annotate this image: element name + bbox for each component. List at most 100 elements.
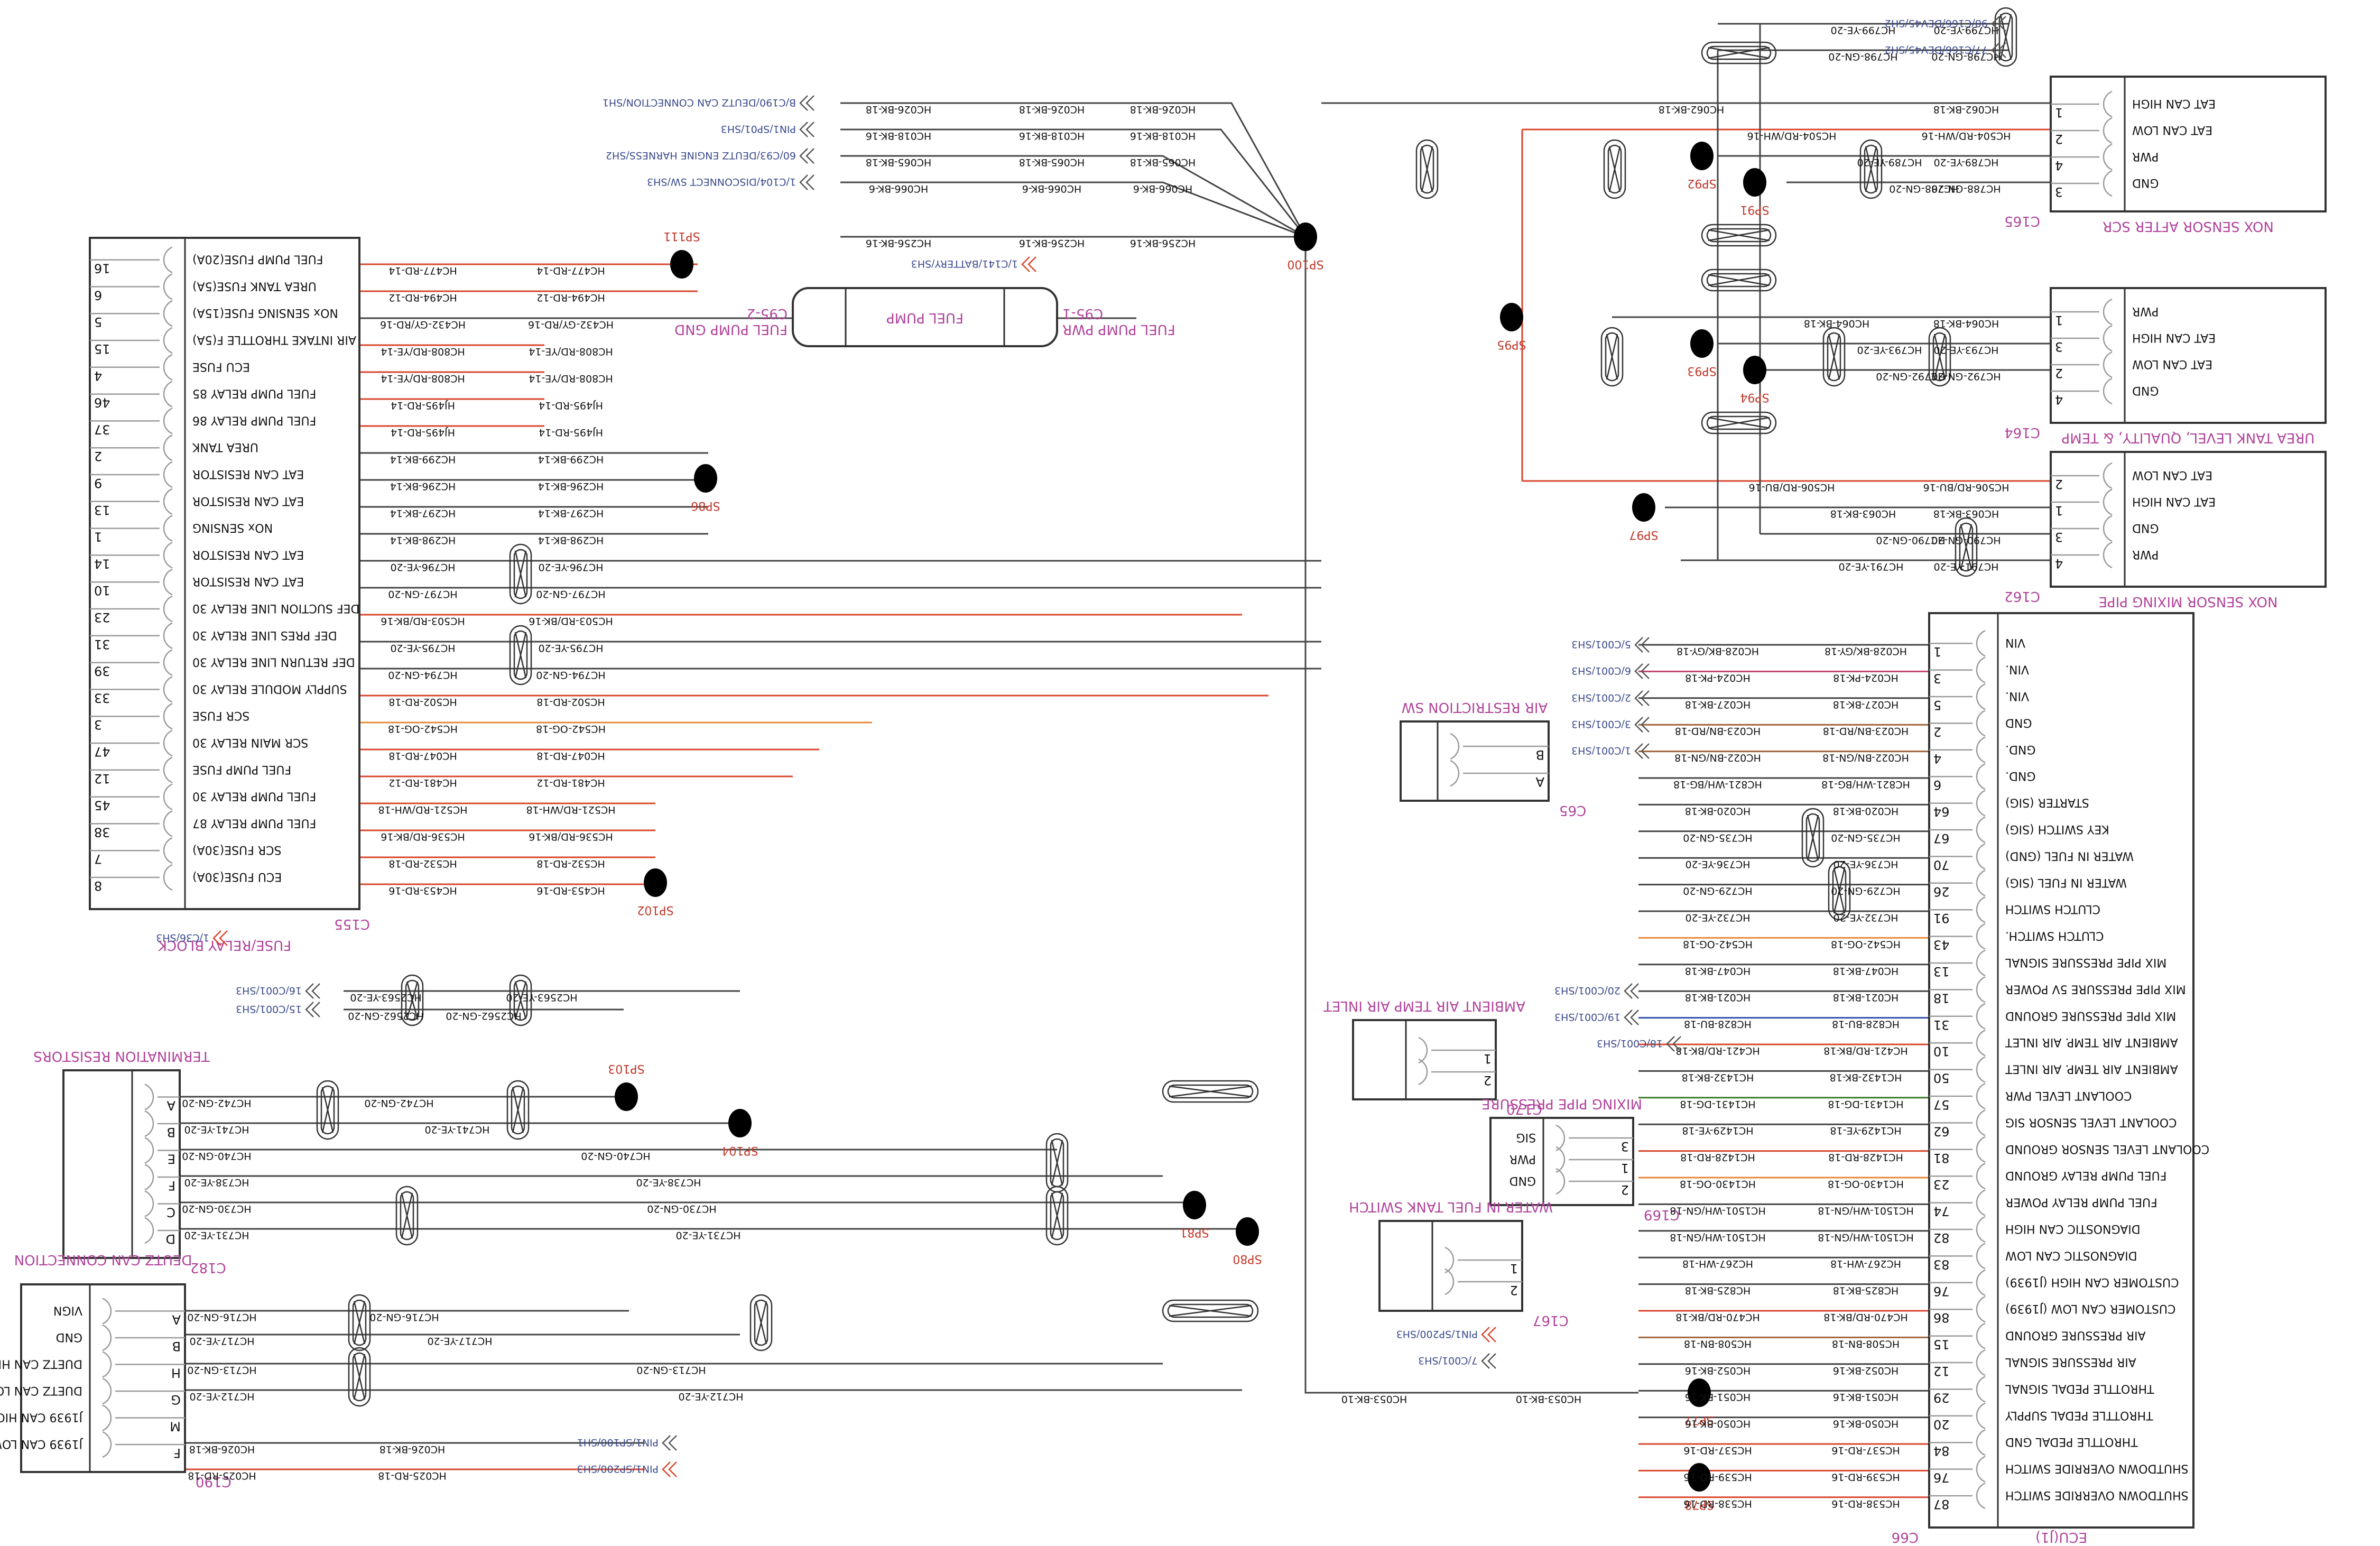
pin-socket-icon xyxy=(144,1163,154,1191)
wire-label: HC047-BK-18 xyxy=(1685,965,1751,977)
pin-number: F xyxy=(173,1446,181,1460)
wire-label: HC047-RD-18 xyxy=(388,750,457,762)
pin-number: 9 xyxy=(94,476,102,490)
splice-label: SP91 xyxy=(1740,203,1769,216)
pin-socket-icon xyxy=(163,434,173,461)
pin-socket-icon xyxy=(163,515,173,542)
pin-number: 4 xyxy=(1933,751,1941,766)
pin-socket-icon xyxy=(2103,117,2113,144)
wire-label: HC2563-YE-20 xyxy=(350,992,421,1003)
pin-socket-icon xyxy=(1976,816,1986,844)
connector-title: AMBIENT AIR TEMP AIR INLET xyxy=(1323,998,1525,1014)
wire-label: HC793-YE-20 xyxy=(1933,344,1998,356)
pin-label: PWR xyxy=(2132,150,2159,163)
pin-number: G xyxy=(171,1392,181,1407)
twist-inner xyxy=(1832,866,1847,915)
wire-label: HC1430-OG-18 xyxy=(1828,1178,1904,1190)
wire-label: HC2562-GN-20 xyxy=(446,1010,521,1022)
pin-label: ECU FUSE xyxy=(192,360,250,373)
twisted-pair-icon xyxy=(1701,269,1777,292)
pin-number: 10 xyxy=(1933,1044,1950,1059)
wire-label: HC065-BK-18 xyxy=(1130,156,1196,168)
connector-pin: 1 xyxy=(1444,1246,1522,1276)
pin-label: FUEL PUMP RELAY GROUND xyxy=(2005,1169,2166,1182)
splice-point xyxy=(1500,303,1523,331)
pin-label: MIX PIPE PRESSURE SIGNAL xyxy=(2005,956,2166,969)
wire-label: HC062-BK-18 xyxy=(1659,104,1725,115)
splice-point xyxy=(615,1082,638,1111)
twist-cross xyxy=(406,981,419,1020)
wire-label: HC063-BK-18 xyxy=(1933,508,1999,520)
wire-label: HC798-GN-20 xyxy=(1931,51,2001,62)
twisted-pair-icon xyxy=(401,974,424,1026)
pin-number: 83 xyxy=(1933,1257,1950,1272)
offsheet-ref-label: PIN1/SP01/SH3 xyxy=(721,123,796,135)
wire-label: HC536-RD/BK-16 xyxy=(529,831,613,843)
wire-label: HC508-BN-18 xyxy=(1684,1338,1752,1349)
twist-cross xyxy=(1708,416,1770,429)
wire-label: HC794-GN-20 xyxy=(536,669,605,681)
pin-label: AMBIENT AIR TEMP. AIR INLET xyxy=(2005,1035,2178,1049)
wire-label: HC506-RD/BU-16 xyxy=(1749,482,1835,493)
wire-label: HC453-RD-16 xyxy=(388,885,457,896)
splice-label: SP94 xyxy=(1740,391,1769,404)
wire-label: HC740-GN-20 xyxy=(581,1150,650,1162)
wire-label: HC796-YE-20 xyxy=(390,561,455,573)
offsheet-ref-label: PIN1/SP200/SH3 xyxy=(1396,1328,1478,1340)
twist-outer xyxy=(1994,7,2017,67)
pin-number: 62 xyxy=(1933,1124,1950,1138)
wire-label: HC1428-RD-18 xyxy=(1680,1152,1755,1163)
connector-id: C164 xyxy=(2004,424,2040,440)
wire-label: HC713-GN-20 xyxy=(187,1364,256,1376)
wire-label: HC712-YE-20 xyxy=(189,1391,254,1402)
pin-number: 2 xyxy=(2055,477,2063,492)
wire-label: HC797-GN-20 xyxy=(536,588,605,600)
wire-label: HC296-BK-14 xyxy=(538,480,604,492)
pin-number: 1 xyxy=(1933,644,1941,659)
wire-label: HC730-GN-20 xyxy=(647,1203,716,1215)
pin-label: EAT CAN HIGH xyxy=(2132,495,2216,508)
wire-label: HC018-BK-16 xyxy=(866,130,932,142)
pin-label: EAT CAN RESISTOR xyxy=(192,494,304,507)
wire-label: HC736-YE-20 xyxy=(1833,858,1898,870)
pin-number: M xyxy=(170,1419,181,1434)
pin-label: PWR xyxy=(1510,1152,1536,1165)
twist-inner xyxy=(1706,415,1772,430)
pin-socket-icon xyxy=(1555,1124,1566,1152)
wire-label: HC050-BK-16 xyxy=(1685,1418,1751,1430)
offsheet-connector: 7/C001/SH3 xyxy=(1418,1353,1496,1369)
offsheet-connector: 3/C001/SH3 xyxy=(1571,717,1650,733)
connector-pin: F xyxy=(144,1163,180,1193)
pin-number: E xyxy=(168,1152,175,1167)
pin-label: DEF SUCTION LINE RELAY 30 xyxy=(192,601,359,615)
connector-title: DEUTZ CAN CONNECTION xyxy=(14,1252,192,1267)
pin-socket-icon xyxy=(1976,1402,1986,1429)
twist-outer xyxy=(1701,269,1777,292)
pin-label: CLUTCH SWITCH xyxy=(2005,902,2100,915)
wire-label: HC716-GN-20 xyxy=(187,1311,256,1323)
twist-cross xyxy=(1051,1140,1063,1186)
twist-inner xyxy=(1706,273,1772,288)
splice-point xyxy=(1236,1217,1259,1246)
pin-number: 10 xyxy=(94,583,110,598)
wire-label: HC066-BK-6 xyxy=(1022,183,1081,195)
pin-socket-icon xyxy=(163,595,173,623)
pin-number: 12 xyxy=(1933,1364,1950,1378)
twist-cross xyxy=(1999,14,2012,60)
pin-label: ECU FUSE(30A) xyxy=(192,870,282,883)
